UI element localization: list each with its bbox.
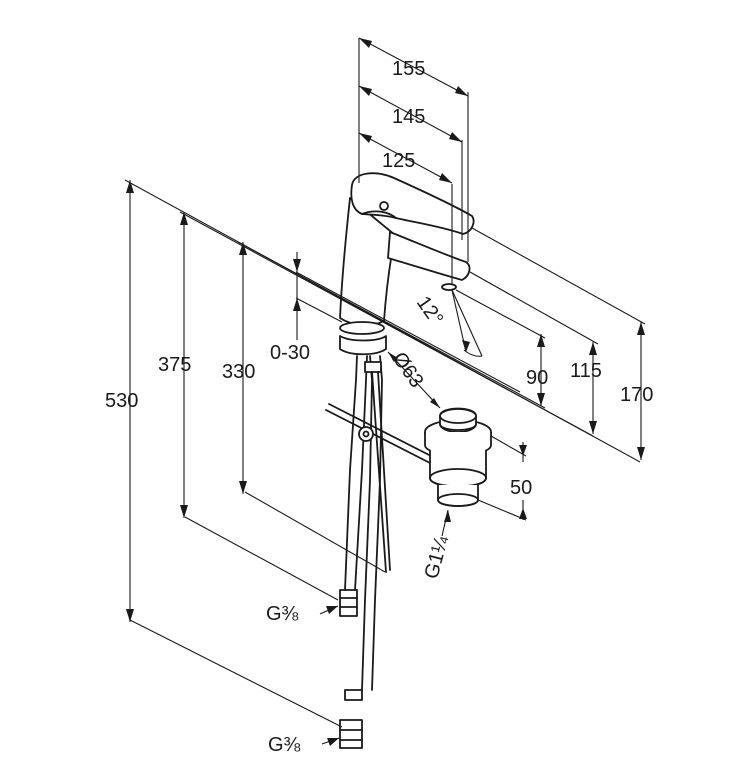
dimension-530-label: 530: [105, 390, 138, 412]
diameter-63-label: Ø63: [388, 348, 428, 392]
waste-fitting: [424, 407, 492, 507]
dimension-375-label: 375: [158, 354, 191, 376]
dimension-labels: 155 145 125 530 375 330 0-30 90 115 170 …: [105, 58, 653, 756]
supply-hoses: [339, 355, 391, 749]
dimension-170-label: 170: [620, 384, 653, 406]
supply-thread-lower-label: G⅜: [268, 734, 301, 756]
dimension-50-label: 50: [510, 477, 532, 499]
angle-12-label: 12°: [412, 292, 447, 329]
dimension-330-label: 330: [222, 361, 255, 383]
dimension-90-label: 90: [526, 367, 548, 389]
dimension-0-30-label: 0-30: [270, 342, 310, 364]
supply-thread-upper-label: G⅜: [266, 603, 299, 625]
dimension-125-label: 125: [382, 150, 415, 172]
dimension-155-label: 155: [392, 58, 425, 80]
pop-up-linkage: [325, 403, 436, 465]
dimension-115-label: 115: [570, 360, 602, 382]
faucet-body: [339, 172, 475, 356]
dimension-lines: [124, 37, 646, 746]
dimension-145-label: 145: [392, 106, 425, 128]
waste-thread-label: G1¼: [421, 533, 454, 581]
